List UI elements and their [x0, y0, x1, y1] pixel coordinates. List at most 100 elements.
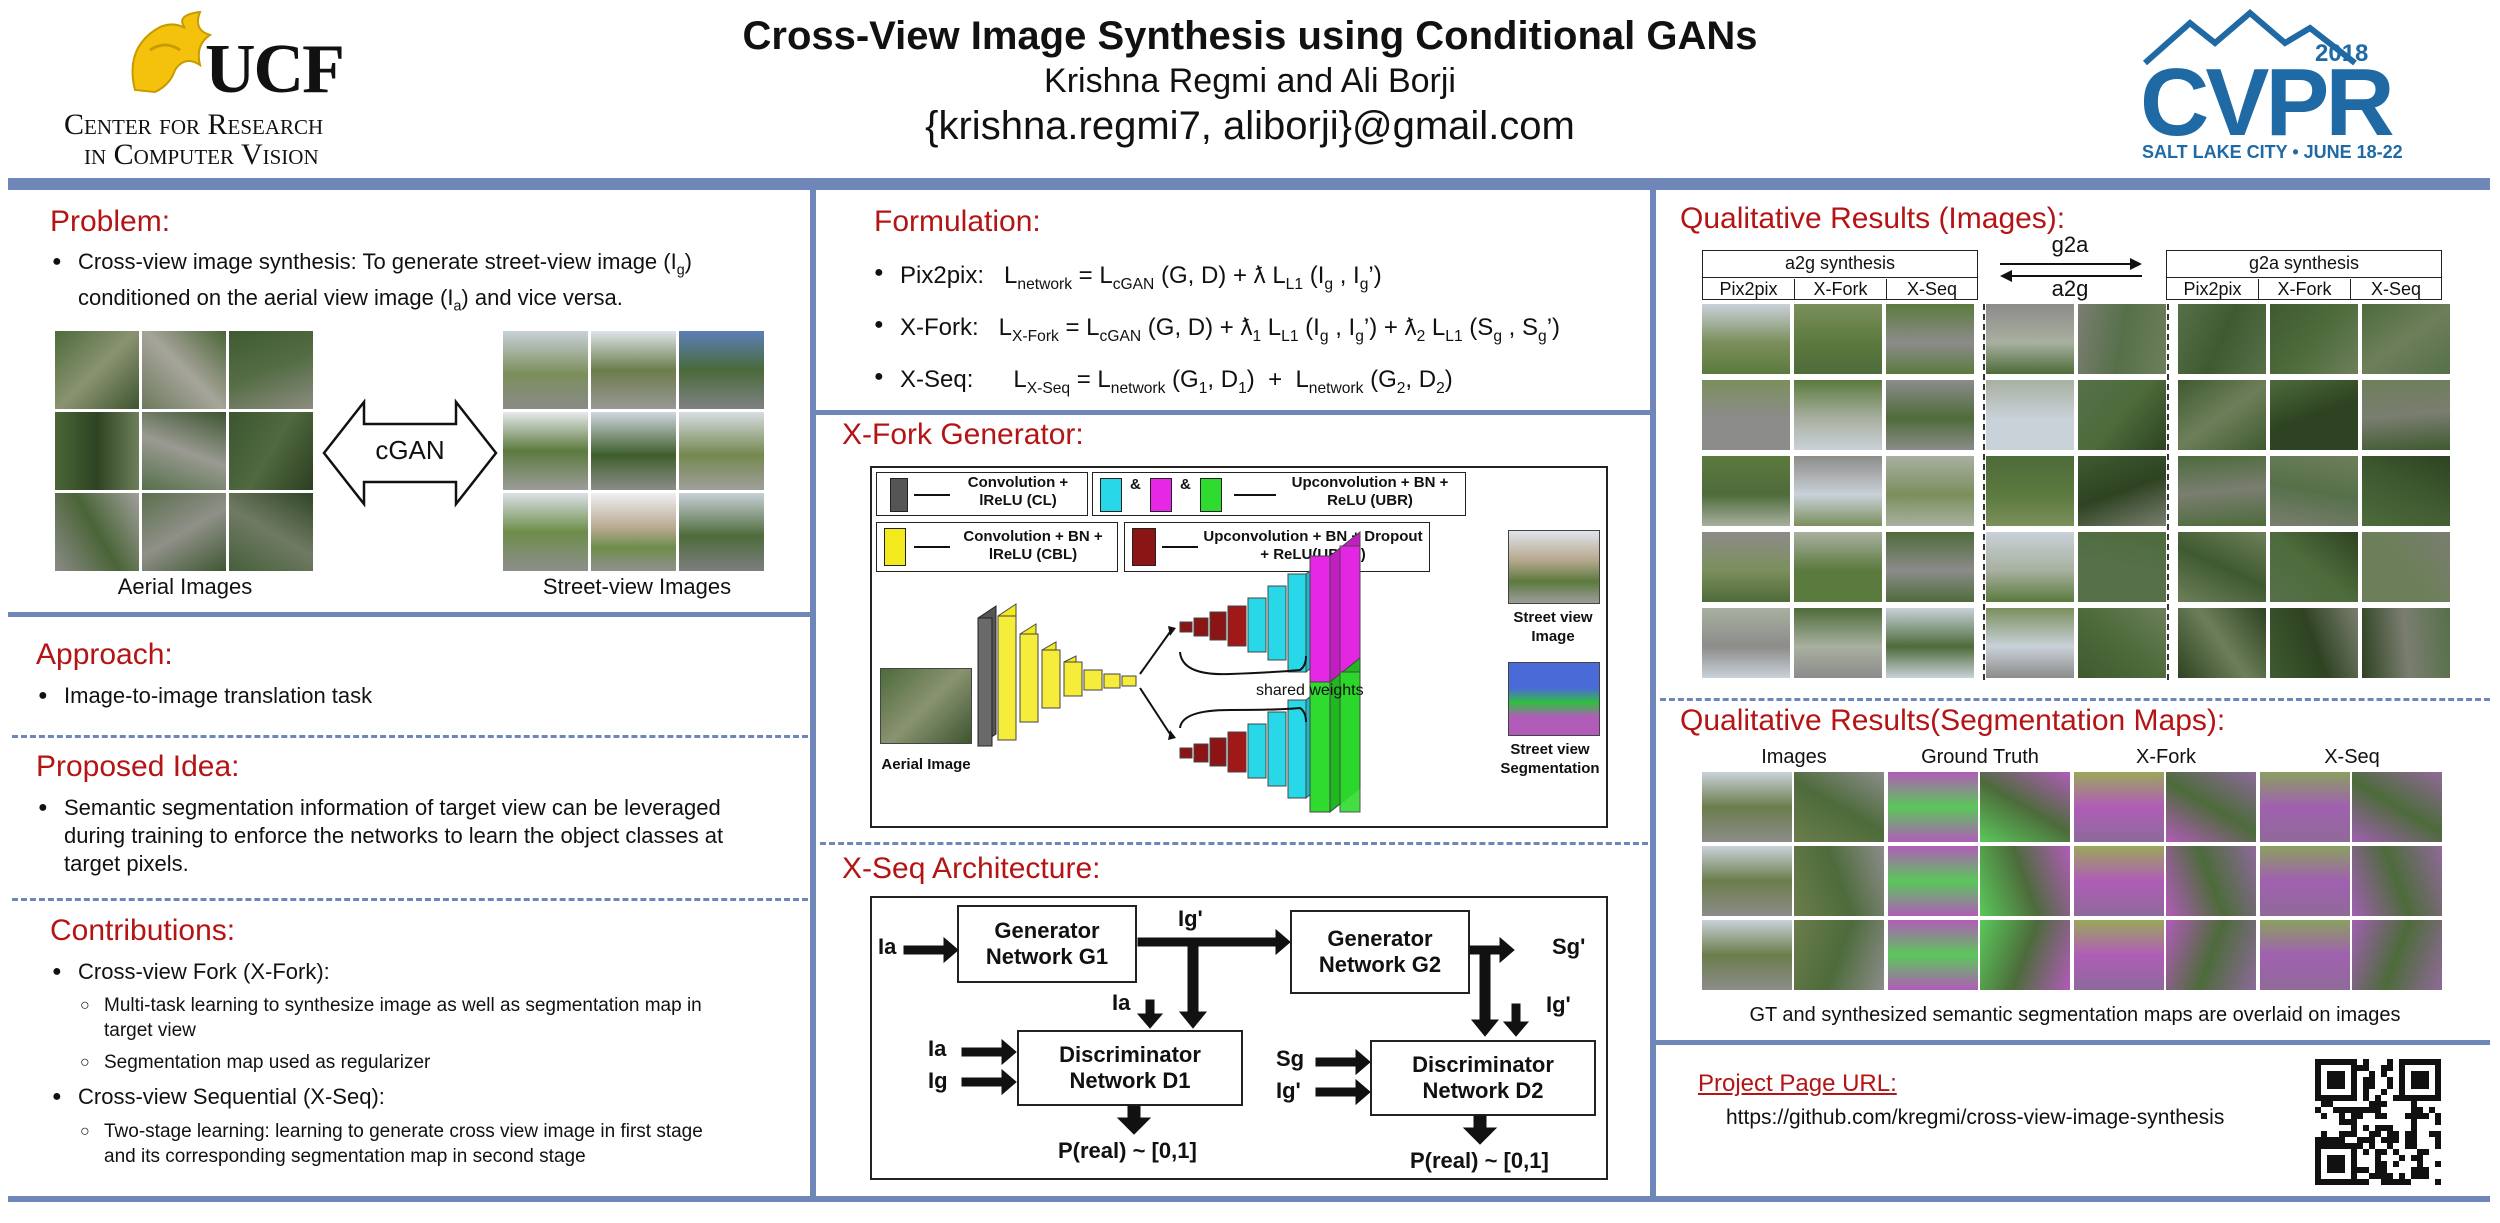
seg-col-images: Images [1761, 746, 1827, 768]
result-thumbnail [1702, 456, 1790, 526]
ucf-wordmark: UCF [205, 31, 345, 108]
seg-thumbnail [1702, 772, 1792, 842]
problem-bullet: Cross-view image synthesis: To generate … [52, 248, 798, 321]
right-dash [1660, 698, 2490, 701]
seg-thumbnail [1702, 920, 1792, 990]
poster-email: {krishna.regmi7, aliborji}@gmail.com [925, 104, 1575, 148]
seg-thumbnail [1888, 920, 1978, 990]
ucf-logo: UCF Center for Research in Computer Visi… [60, 8, 440, 173]
result-thumbnail [1986, 532, 2074, 602]
qual-images-title: Qualitative Results (Images): [1680, 202, 2066, 235]
seg-thumbnail [2074, 772, 2164, 842]
seg-thumbnail [2074, 920, 2164, 990]
street-view-seg-label: Street view Segmentation [1500, 741, 1600, 777]
seg-thumbnail [2352, 846, 2442, 916]
ucf-center-line2: in Computer Vision [84, 138, 319, 171]
street-view-image-label: Street view Image [1513, 609, 1593, 645]
mid-dash [820, 842, 1648, 845]
seg-thumbnail [2166, 772, 2256, 842]
result-thumbnail [2270, 304, 2358, 374]
result-thumbnail [2270, 380, 2358, 450]
contributions-title: Contributions: [50, 914, 236, 947]
seg-thumbnail [2260, 772, 2350, 842]
problem-title: Problem: [50, 205, 171, 238]
seg-thumbnail [1980, 920, 2070, 990]
result-thumbnail [2362, 304, 2450, 374]
result-thumbnail [1986, 304, 2074, 374]
g2a-col-pix2pix: Pix2pix [2167, 279, 2259, 300]
approach-bullet: Image-to-image translation task [38, 682, 784, 710]
xseq-ig-prime-3: Ig' [1276, 1078, 1301, 1103]
formulation-title: Formulation: [874, 205, 1041, 238]
result-thumbnail [1794, 380, 1882, 450]
xfork-network-svg [977, 530, 1361, 814]
result-thumbnail [1886, 456, 1974, 526]
cvpr-wordmark: CVPR [2140, 49, 2395, 156]
footer-bar [8, 1196, 2490, 1202]
street-image-grid [502, 330, 766, 572]
street-seg-thumb [1508, 662, 1600, 736]
g2a-header: g2a synthesis Pix2pix X-Fork X-Seq [2166, 250, 2442, 300]
contrib-xseq: Cross-view Sequential (X-Seq): [52, 1083, 385, 1111]
result-thumbnail [1886, 304, 1974, 374]
left-section-bar [8, 612, 810, 617]
mountain-icon [2143, 9, 2357, 66]
result-thumbnail [2078, 456, 2166, 526]
xseq-sg-prime: Sg' [1552, 934, 1586, 959]
result-thumbnail [2078, 304, 2166, 374]
result-thumbnail [1702, 304, 1790, 374]
xfork-gen-title: X-Fork Generator: [842, 418, 1084, 451]
g2a-col-xseq: X-Seq [2370, 279, 2422, 299]
a2g-arrow-label: a2g [2051, 276, 2089, 301]
seg-thumbnail [2074, 846, 2164, 916]
xseq-arch-title: X-Seq Architecture: [842, 852, 1101, 885]
result-thumbnail [2078, 380, 2166, 450]
result-thumbnail [2270, 608, 2358, 678]
contrib-xseq-sub1: Two-stage learning: learning to generate… [80, 1119, 784, 1169]
seg-thumbnail [1980, 772, 2070, 842]
xseq-ig-prime-1: Ig' [1178, 906, 1203, 931]
result-thumbnail [1794, 456, 1882, 526]
result-thumbnail [2178, 380, 2266, 450]
project-url-link[interactable]: https://github.com/kregmi/cross-view-ima… [1726, 1106, 2225, 1129]
qual-divider-1 [1983, 304, 1985, 680]
xseq-ig-prime-2: Ig' [1546, 992, 1571, 1017]
cgan-arrow [322, 398, 498, 508]
result-thumbnail [2178, 456, 2266, 526]
xseq-ia-d1-left: Ia [928, 1036, 947, 1061]
seg-thumbnail [2166, 846, 2256, 916]
result-thumbnail [1886, 608, 1974, 678]
a2g-header: a2g synthesis Pix2pix X-Fork X-Seq [1702, 250, 1978, 300]
qr-code-icon[interactable] [2314, 1058, 2442, 1186]
g2a-col-xfork: X-Fork [2259, 279, 2351, 300]
a2g-col-xseq: X-Seq [1906, 279, 1958, 299]
result-thumbnail [1702, 608, 1790, 678]
seg-thumbnail [2260, 920, 2350, 990]
xseq-ia-in: Ia [878, 934, 897, 959]
gen1-box: Generator Network G1 [957, 905, 1137, 983]
col-divider-2 [1650, 190, 1656, 1200]
contrib-xfork-sub2: Segmentation map used as regularizer [80, 1050, 430, 1075]
seg-thumbnail [2352, 772, 2442, 842]
cvpr-logo: 2018 CVPR SALT LAKE CITY • JUNE 18-22 [2140, 8, 2403, 168]
seg-thumbnail [1980, 846, 2070, 916]
result-thumbnail [2362, 608, 2450, 678]
project-title: Project Page URL: [1698, 1070, 1897, 1097]
result-thumbnail [1886, 532, 1974, 602]
result-thumbnail [2178, 608, 2266, 678]
xfork-equation: ● X-Fork: LX-Fork = LcGAN (G, D) + ƛ1 LL… [874, 314, 1561, 345]
left-dash-1 [12, 735, 808, 738]
seg-image-grid [1702, 772, 2444, 992]
result-thumbnail [2078, 532, 2166, 602]
seg-thumbnail [2260, 846, 2350, 916]
result-thumbnail [1794, 608, 1882, 678]
xfork-aerial-thumb [880, 668, 972, 744]
poster-title: Cross-View Image Synthesis using Conditi… [742, 14, 1758, 58]
contrib-xfork: Cross-view Fork (X-Fork): [52, 958, 330, 986]
legend-cbl-text: Convolution + BN + lReLU (CBL) [963, 528, 1103, 563]
street-images-label: Street-view Images [542, 574, 732, 599]
g2a-arrow-label: g2a [2051, 232, 2089, 257]
cgan-label: cGAN [375, 435, 445, 465]
seg-col-xseq: X-Seq [2324, 746, 2380, 768]
seg-thumbnail [1888, 772, 1978, 842]
